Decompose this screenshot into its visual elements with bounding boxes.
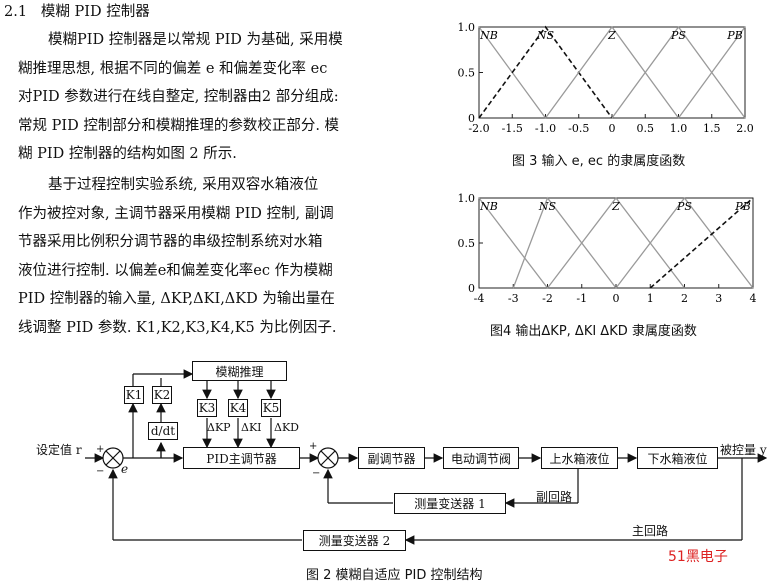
fuzzy-inference-block: 模糊推理 [192, 361, 287, 381]
y-tick-label: 0.5 [458, 67, 476, 80]
section-heading: 2.1 模糊 PID 控制器 [4, 0, 150, 21]
setpoint-label: 设定值 r [36, 443, 82, 457]
x-tick-label: 0 [613, 292, 620, 305]
series-label-pb: PB [726, 29, 743, 42]
sign-minus-2: − [312, 468, 321, 479]
k2-block: K2 [152, 386, 172, 404]
series-line-ns [478, 25, 613, 119]
paragraph-line: 对PID 参数进行在线自整定, 控制器由2 部分组成: [18, 89, 339, 105]
series-line-ps [611, 25, 746, 119]
delta-ki-label: ΔKI [241, 421, 262, 434]
series-line-ps [615, 196, 754, 289]
series-line-pb [677, 26, 746, 119]
x-tick-label: -0.5 [568, 122, 589, 135]
paragraph-line: PID 控制器的输入量, ΔKP,ΔKI,ΔKD 为输出量在 [18, 291, 335, 307]
x-tick-label: -1.0 [535, 122, 556, 135]
main-loop-label: 主回路 [632, 524, 669, 538]
sub-regulator-block: 副调节器 [358, 447, 425, 469]
x-tick-label: 3 [715, 292, 722, 305]
figure-4-chart: 0 0.5 1.0 -4 -3 -2 -1 0 1 2 3 4 NB NS Z PS PB [458, 192, 757, 305]
section-title: 模糊 PID 控制器 [40, 4, 150, 20]
error-e-label: e [121, 462, 129, 476]
series-label-ps: PS [676, 200, 692, 213]
y-tick-label: 0 [468, 112, 475, 125]
sign-plus-2: + [309, 441, 318, 452]
series-label-pb: PB [734, 200, 751, 213]
figure-3-caption: 图 3 输入 e, ec 的隶属度函数 [512, 154, 686, 169]
watermark: 51黑电子 [668, 549, 728, 565]
figure-3-chart: 0 0.5 1.0 -2.0 -1.5 -1.0 -0.5 0 0.5 1.0 1.5 2.0 NB NS… [458, 21, 754, 135]
k5-block: K5 [261, 399, 281, 417]
delta-kd-label: ΔKD [274, 421, 299, 434]
k3-block: K3 [197, 399, 217, 417]
paragraph-line: 糊 PID 控制器的结构如图 2 所示. [18, 146, 237, 162]
x-tick-label: 1.5 [703, 122, 721, 135]
series-label-nb: NB [479, 29, 498, 42]
paragraph-line: 作为被控对象, 主调节器采用模糊 PID 控制, 副调 [18, 205, 334, 222]
paragraph-line: 基于过程控制实验系统, 采用双容水箱液位 [48, 177, 319, 193]
series-line-z [546, 196, 686, 289]
paragraph-line: 液位进行控制. 以偏差e和偏差变化率ec 作为模糊 [18, 262, 333, 279]
series-line-ns [512, 196, 617, 289]
x-tick-label: 2 [681, 292, 688, 305]
transmitter-1-block: 测量变送器 1 [394, 493, 506, 514]
pid-main-regulator-block: PID主调节器 [183, 447, 300, 469]
paragraph-line: 线调整 PID 参数. K1,K2,K3,K4,K5 为比例因子. [18, 319, 337, 336]
k1-block: K1 [124, 386, 144, 404]
x-tick-label: -2 [542, 292, 553, 305]
transmitter-2-block: 测量变送器 2 [303, 530, 406, 551]
series-line-nb [478, 197, 549, 289]
y-tick-label: 1.0 [458, 21, 476, 34]
x-tick-label: 4 [750, 292, 757, 305]
sum-junction-1 [102, 447, 124, 469]
x-tick-label: 0.5 [637, 122, 655, 135]
figure-4-caption: 图4 输出ΔKP, ΔKI ΔKD 隶属度函数 [490, 324, 697, 339]
figure-2-caption: 图 2 模糊自适应 PID 控制结构 [306, 568, 483, 583]
x-tick-label: 1 [647, 292, 654, 305]
series-line-pb [649, 197, 754, 289]
series-label-nb: NB [479, 200, 498, 213]
lower-tank-level-block: 下水箱液位 [637, 447, 718, 469]
x-tick-label: 0 [609, 122, 616, 135]
delta-kp-label: ΔKP [207, 421, 231, 434]
section-number: 2.1 [4, 4, 28, 20]
sign-minus-1: − [96, 466, 105, 477]
x-tick-label: -1 [576, 292, 587, 305]
sub-loop-label: 副回路 [536, 490, 573, 504]
sum-junction-2 [317, 447, 339, 469]
sign-plus-1: + [96, 444, 105, 455]
series-label-ps: PS [670, 29, 686, 42]
series-label-ns: NS [538, 200, 557, 213]
paragraph-2: 基于过程控制实验系统, 采用双容水箱液位 作为被控对象, 主调节器采用模糊 PI… [18, 171, 458, 342]
paragraph-line: 糊推理思想, 根据不同的偏差 e 和偏差变化率 ec [18, 60, 328, 77]
ddt-block: d/dt [148, 422, 178, 440]
y-tick-label: 0.5 [458, 237, 476, 250]
x-tick-label: 2.0 [736, 122, 754, 135]
paragraph-line: 节器采用比例积分调节器的串级控制系统对水箱 [18, 234, 323, 250]
x-tick-label: -4 [474, 292, 485, 305]
paragraph-line: 常规 PID 控制部分和模糊推理的参数校正部分. 模 [18, 117, 340, 134]
y-tick-label: 0 [468, 282, 475, 295]
paragraph-line: 模糊PID 控制器是以常规 PID 为基础, 采用模 [48, 32, 343, 48]
series-label-ns: NS [536, 29, 555, 42]
series-line-z [544, 25, 680, 119]
series-label-z: Z [607, 29, 616, 42]
y-tick-label: 1.0 [458, 192, 476, 205]
x-tick-label: -1.5 [502, 122, 523, 135]
x-tick-label: -3 [508, 292, 519, 305]
series-label-z: Z [611, 200, 620, 213]
x-tick-label: -2.0 [468, 122, 489, 135]
paragraph-1: 模糊PID 控制器是以常规 PID 为基础, 采用模 糊推理思想, 根据不同的偏… [18, 26, 458, 169]
k4-block: K4 [228, 399, 248, 417]
electric-valve-block: 电动调节阀 [443, 447, 519, 469]
output-label: 被控量 y [720, 443, 767, 457]
upper-tank-level-block: 上水箱液位 [541, 447, 618, 469]
x-tick-label: 1.0 [670, 122, 688, 135]
